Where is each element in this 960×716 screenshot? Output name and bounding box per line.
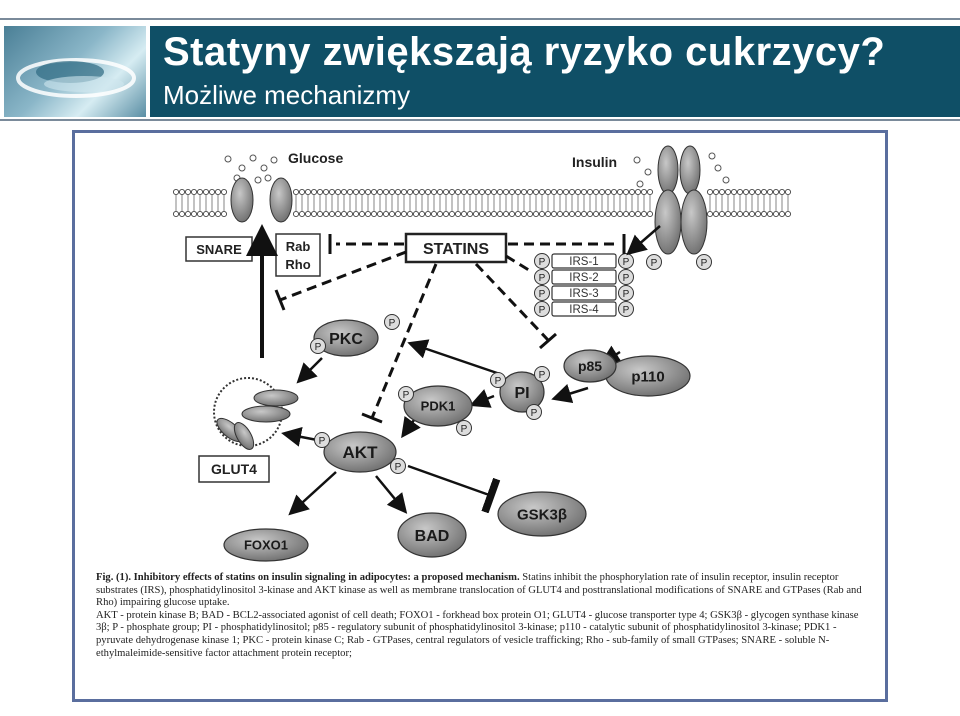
phosphate-badge: P [490,372,506,388]
svg-text:P: P [623,305,630,316]
svg-text:BAD: BAD [415,528,450,545]
svg-text:GSK3β: GSK3β [517,506,567,523]
svg-text:P: P [395,462,402,473]
top-divider [0,18,960,20]
irs-item-4: IRS-4 P P [534,301,634,317]
phosphate-badge: P [534,253,550,269]
svg-text:STATINS: STATINS [423,241,489,258]
irs-item-2: IRS-2 P P [534,269,634,285]
svg-text:PKC: PKC [329,331,363,348]
svg-text:P: P [539,257,546,268]
receptor-phosphate-badge: P [646,254,662,270]
glucose-molecules [224,154,278,184]
cell-membrane [172,188,792,218]
svg-text:P: P [701,258,708,269]
phosphate-badge: P [456,420,472,436]
irs-item-3: IRS-3 P P [534,285,634,301]
insulin-label: Insulin [572,154,617,170]
svg-text:P: P [389,318,396,329]
svg-text:P: P [539,273,546,284]
svg-text:P: P [315,342,322,353]
foxo1-node: FOXO1 [223,528,309,562]
glut4-channel [230,177,293,223]
svg-text:P: P [623,257,630,268]
svg-text:IRS-1: IRS-1 [569,256,598,268]
svg-text:FOXO1: FOXO1 [244,538,288,553]
receptor-phosphate-badge: P [696,254,712,270]
slide-title: Statyny zwiększają ryzyko cukrzycy? [163,30,886,74]
logo-swirl-icon [16,58,136,98]
svg-text:P: P [495,376,502,387]
snare-box: SNARE [185,236,253,262]
irs-item-1: IRS-1 P P [534,253,634,269]
bad-node: BAD [397,512,467,558]
gsk3b-node: GSK3β [497,491,587,537]
svg-text:p85: p85 [578,358,602,374]
caption-text-2: AKT - protein kinase B; BAD - BCL2-assoc… [96,609,859,659]
phosphate-badge: P [534,301,550,317]
svg-text:P: P [461,424,468,435]
caption-lead: Fig. (1). Inhibitory effects of statins … [96,572,520,583]
phosphate-badge: P [398,386,414,402]
slide-header [150,26,960,117]
phosphate-badge: P [618,253,634,269]
phosphate-badge: P [314,432,330,448]
svg-text:IRS-4: IRS-4 [569,304,599,316]
svg-text:P: P [623,289,630,300]
header-divider [0,119,960,121]
svg-text:P: P [623,273,630,284]
pkc-node: PKC P P [310,314,400,357]
p85-node: p85 [563,349,617,383]
phosphate-badge: P [310,338,326,354]
figure-caption: Fig. (1). Inhibitory effects of statins … [96,572,874,660]
figure-frame [72,130,888,702]
phosphate-badge: P [618,301,634,317]
glut4-box: GLUT4 [198,455,270,483]
svg-text:PDK1: PDK1 [421,399,456,414]
phosphate-badge: P [534,366,550,382]
svg-text:P: P [319,436,326,447]
phosphate-badge: P [384,314,400,330]
phosphate-badge: P [526,404,542,420]
glucose-label: Glucose [288,150,343,166]
phosphate-badge: P [534,269,550,285]
svg-text:Rab: Rab [286,239,311,254]
phosphate-badge: P [618,269,634,285]
akt-node: AKT P P [314,431,406,474]
svg-text:Rho: Rho [285,257,310,272]
svg-text:IRS-3: IRS-3 [569,288,598,300]
svg-text:P: P [539,289,546,300]
insulin-molecules [633,152,730,188]
phosphate-badge: P [534,285,550,301]
svg-text:p110: p110 [631,368,664,385]
phosphate-badge: P [390,458,406,474]
svg-text:GLUT4: GLUT4 [211,461,257,477]
svg-text:AKT: AKT [343,443,379,462]
svg-text:P: P [531,408,538,419]
svg-text:SNARE: SNARE [196,242,242,257]
svg-text:P: P [651,258,658,269]
rab-rho-box: Rab Rho [275,233,321,277]
slide-subtitle: Możliwe mechanizmy [163,80,411,110]
svg-text:P: P [539,370,546,381]
svg-text:P: P [539,305,546,316]
inhibition-lines [274,234,626,424]
svg-text:PI: PI [514,385,529,402]
svg-text:IRS-2: IRS-2 [569,272,598,284]
caption-text-1: Statins inhibit the phosphorylation rate… [96,572,862,609]
statins-box: STATINS [404,232,508,264]
p110-node: p110 [605,355,691,397]
glut4-vesicle [213,377,299,450]
insulin-receptor [654,145,708,255]
logo-image [4,26,146,117]
svg-text:P: P [403,390,410,401]
phosphate-badge: P [618,285,634,301]
